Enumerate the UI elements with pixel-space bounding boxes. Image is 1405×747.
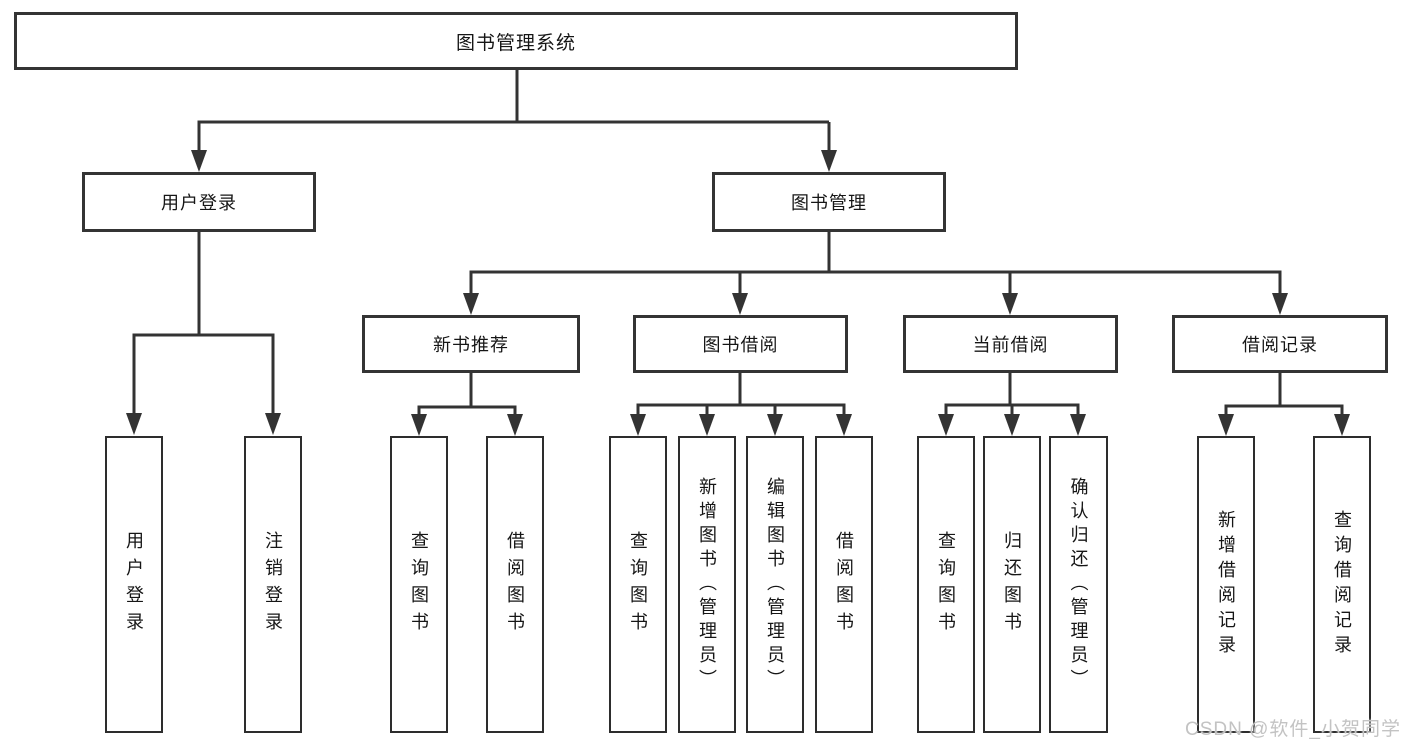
leaf-borrow-books-2-label: 借阅图书	[834, 530, 854, 639]
leaf-query-books-recommend: 查询图书	[390, 436, 448, 733]
leaf-logout-label: 注销登录	[263, 530, 283, 639]
leaf-return-books: 归还图书	[983, 436, 1041, 733]
node-new-book-recommend-label: 新书推荐	[433, 335, 509, 355]
node-user-login-label: 用户登录	[161, 193, 237, 213]
leaf-query-borrow-record-label: 查询借阅记录	[1332, 509, 1352, 660]
node-book-borrow: 图书借阅	[633, 315, 848, 373]
leaf-query-books-borrow-label: 查询图书	[628, 530, 648, 639]
node-root-label: 图书管理系统	[455, 32, 576, 54]
leaf-add-borrow-record: 新增借阅记录	[1197, 436, 1255, 733]
node-book-borrow-label: 图书借阅	[702, 335, 779, 355]
leaf-query-books-borrow: 查询图书	[609, 436, 667, 733]
leaf-borrow-books-2: 借阅图书	[815, 436, 873, 733]
leaf-edit-book-admin: 编辑图书（管理员）	[746, 436, 804, 733]
leaf-add-book-admin: 新增图书（管理员）	[678, 436, 736, 733]
leaf-query-books-current-label: 查询图书	[936, 530, 956, 639]
node-root: 图书管理系统	[14, 12, 1018, 70]
leaf-query-books-recommend-label: 查询图书	[409, 530, 429, 639]
leaf-query-borrow-record: 查询借阅记录	[1313, 436, 1371, 733]
leaf-confirm-return-admin: 确认归还（管理员）	[1049, 436, 1108, 733]
node-current-borrow-label: 当前借阅	[972, 335, 1049, 355]
leaf-borrow-books-recommend-label: 借阅图书	[505, 530, 525, 639]
leaf-confirm-return-admin-label: 确认归还（管理员）	[1068, 476, 1089, 693]
leaf-add-book-admin-label: 新增图书（管理员）	[697, 476, 717, 693]
leaf-edit-book-admin-label: 编辑图书（管理员）	[765, 476, 785, 693]
leaf-query-books-current: 查询图书	[917, 436, 975, 733]
node-borrow-records: 借阅记录	[1172, 315, 1388, 373]
node-current-borrow: 当前借阅	[903, 315, 1118, 373]
node-borrow-records-label: 借阅记录	[1242, 335, 1318, 355]
leaf-add-borrow-record-label: 新增借阅记录	[1216, 509, 1236, 660]
leaf-user-login: 用户登录	[105, 436, 163, 733]
node-book-management-label: 图书管理	[791, 193, 867, 213]
leaf-logout: 注销登录	[244, 436, 302, 733]
node-new-book-recommend: 新书推荐	[362, 315, 580, 373]
leaf-return-books-label: 归还图书	[1002, 530, 1022, 639]
leaf-borrow-books-recommend: 借阅图书	[486, 436, 544, 733]
csdn-watermark: CSDN @软件_小贺同学	[1185, 719, 1401, 740]
leaf-user-login-label: 用户登录	[124, 530, 144, 639]
node-user-login: 用户登录	[82, 172, 316, 232]
node-book-management: 图书管理	[712, 172, 946, 232]
